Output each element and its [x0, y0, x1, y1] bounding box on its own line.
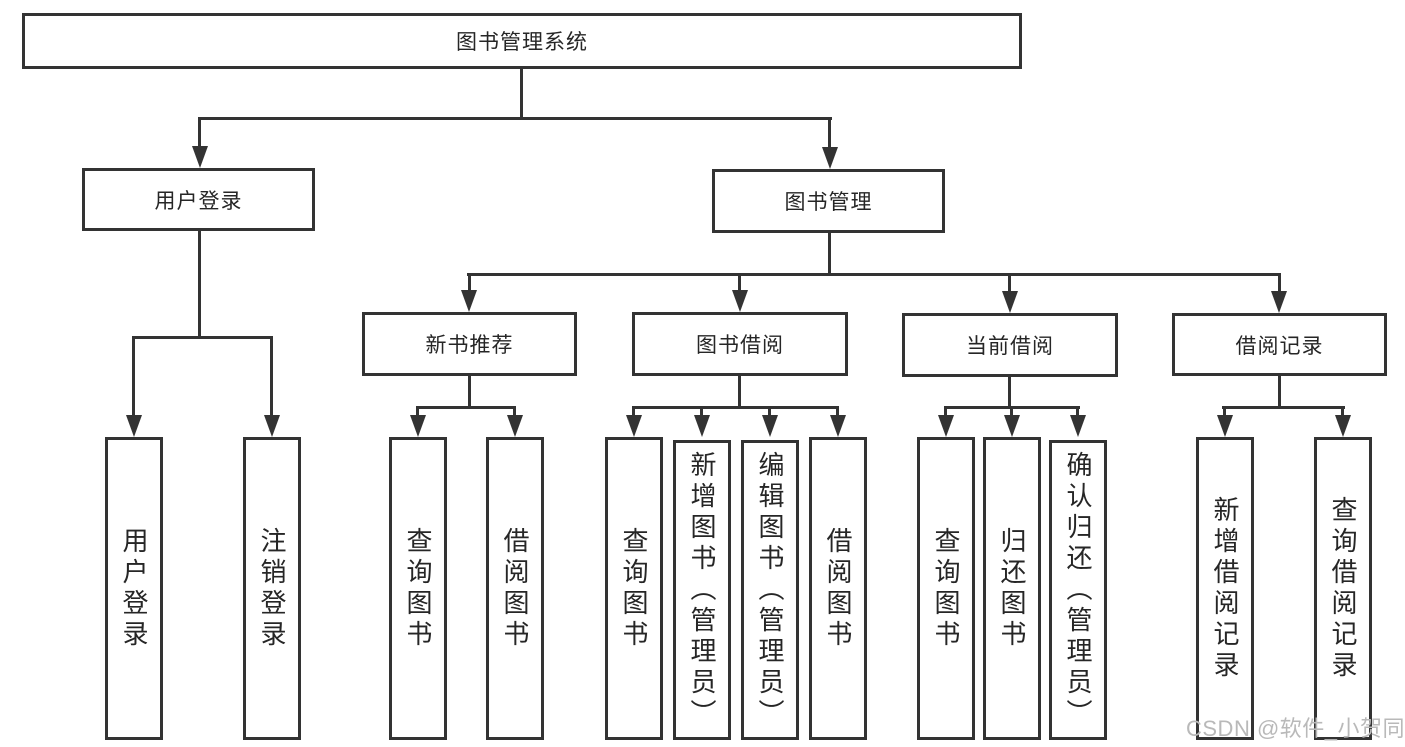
node-book-management: 图书管理 [712, 169, 945, 233]
leaf-query-borrow-record: 查询借阅记录 [1314, 437, 1372, 740]
connector-drop-logout-action [270, 336, 273, 420]
leaf-confirm-return-admin: 确认归还（管理员） [1049, 440, 1107, 740]
connector-drop-book-borrow [738, 273, 741, 293]
arrowhead-down [626, 415, 642, 437]
connector-current-borrow-stem [1008, 377, 1011, 407]
leaf-query-books-recommend: 查询图书 [389, 437, 447, 740]
connector-book-management-stem [828, 233, 831, 273]
node-label: 新增借阅记录 [1210, 495, 1240, 682]
leaf-user-login-action: 用户登录 [105, 437, 163, 740]
arrowhead-down [1070, 415, 1086, 437]
leaf-query-books-borrow: 查询图书 [605, 437, 663, 740]
arrowhead-down [1217, 415, 1233, 437]
leaf-borrow-books-borrow: 借阅图书 [809, 437, 867, 740]
csdn-watermark: CSDN @软件_小贺同学 [1186, 716, 1405, 741]
connector-drop [768, 406, 771, 420]
connector-recommend-stem [468, 376, 471, 406]
connector-user-login-rail [132, 336, 273, 339]
node-label: 借阅图书 [823, 526, 853, 651]
leaf-add-borrow-record: 新增借阅记录 [1196, 437, 1254, 740]
arrowhead-down [762, 415, 778, 437]
connector-drop [1076, 406, 1079, 420]
connector-drop-borrow-records [1278, 273, 1281, 293]
connector-drop-current-borrow [1008, 273, 1011, 293]
leaf-return-books: 归还图书 [983, 437, 1041, 740]
arrowhead-down [507, 415, 523, 437]
arrowhead-down [1004, 415, 1020, 437]
connector-level3-rail [467, 273, 1281, 276]
connector-drop-login-action [132, 336, 135, 420]
node-book-management-system: 图书管理系统 [22, 13, 1022, 69]
arrowhead-down [461, 290, 477, 312]
node-label: 编辑图书（管理员） [755, 450, 785, 730]
leaf-logout-action: 注销登录 [243, 437, 301, 740]
connector-drop [836, 406, 839, 420]
node-label: 新书推荐 [425, 334, 514, 357]
node-label: 图书借阅 [696, 334, 784, 357]
leaf-edit-books-admin: 编辑图书（管理员） [741, 440, 799, 740]
connector-borrow-records-rail [1222, 406, 1345, 409]
node-user-login: 用户登录 [82, 168, 315, 231]
node-label: 查询借阅记录 [1328, 495, 1358, 682]
node-label: 查询图书 [619, 526, 649, 651]
arrowhead-down [126, 415, 142, 437]
arrowhead-down [1271, 291, 1287, 313]
connector-drop [944, 406, 947, 420]
connector-drop [513, 406, 516, 420]
node-label: 确认归还（管理员） [1063, 450, 1093, 730]
node-current-borrow: 当前借阅 [902, 313, 1118, 377]
node-label: 归还图书 [997, 526, 1027, 651]
connector-drop [700, 406, 703, 420]
node-label: 用户登录 [154, 189, 243, 213]
arrowhead-down [830, 415, 846, 437]
leaf-query-books-current: 查询图书 [917, 437, 975, 740]
node-label: 图书管理系统 [456, 31, 588, 54]
leaf-borrow-books-recommend: 借阅图书 [486, 437, 544, 740]
connector-drop [1341, 406, 1344, 420]
connector-book-borrow-stem [738, 376, 741, 407]
connector-drop-new-book-recommend [468, 273, 471, 293]
node-new-book-recommend: 新书推荐 [362, 312, 577, 376]
node-label: 注销登录 [257, 526, 287, 651]
node-label: 当前借阅 [966, 335, 1054, 358]
connector-user-login-stem [198, 231, 201, 336]
connector-drop-book-management [828, 117, 831, 150]
node-label: 新增图书（管理员） [687, 450, 717, 730]
leaf-add-books-admin: 新增图书（管理员） [673, 440, 731, 740]
connector-drop-user-login [198, 117, 201, 150]
arrowhead-down [694, 415, 710, 437]
node-label: 借阅记录 [1235, 334, 1324, 358]
arrowhead-down [1002, 291, 1018, 313]
connector-drop [1223, 406, 1226, 420]
connector-root-stem [520, 68, 523, 118]
arrowhead-down [1335, 415, 1351, 437]
connector-drop [1010, 406, 1013, 420]
node-label: 用户登录 [119, 526, 149, 651]
arrowhead-down [264, 415, 280, 437]
arrowhead-down [732, 290, 748, 312]
connector-recommend-rail [416, 406, 516, 409]
arrowhead-down [822, 147, 838, 169]
arrowhead-down [192, 146, 208, 168]
connector-drop [632, 406, 635, 420]
node-book-borrow: 图书借阅 [632, 312, 848, 376]
arrowhead-down [410, 415, 426, 437]
connector-book-borrow-rail [632, 406, 839, 409]
node-label: 图书管理 [784, 191, 873, 214]
connector-level2-rail [198, 117, 832, 120]
arrowhead-down [938, 415, 954, 437]
node-label: 借阅图书 [500, 526, 530, 651]
node-borrow-records: 借阅记录 [1172, 313, 1387, 376]
node-label: 查询图书 [931, 526, 961, 651]
connector-borrow-records-stem [1278, 376, 1281, 407]
connector-drop [416, 406, 419, 420]
node-label: 查询图书 [403, 526, 433, 651]
